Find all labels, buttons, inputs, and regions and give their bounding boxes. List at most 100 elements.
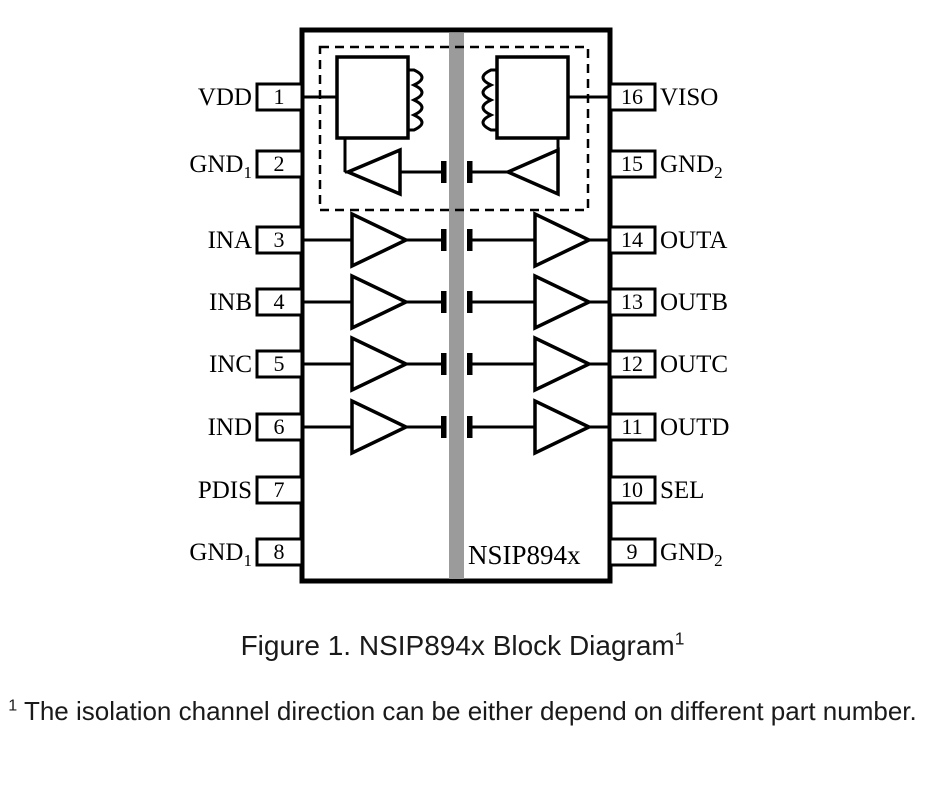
- pin-9-number: 9: [627, 539, 638, 564]
- capacitor-plate: [467, 353, 473, 375]
- pin-15: 15 GND2: [608, 149, 723, 182]
- chip-name: NSIP894x: [468, 540, 581, 570]
- transformer-secondary-block: [495, 55, 570, 140]
- footnote-text: The isolation channel direction can be e…: [23, 696, 917, 726]
- pin-4-number: 4: [274, 289, 285, 314]
- pin-15-number: 15: [621, 151, 643, 176]
- capacitor-plate: [441, 353, 447, 375]
- buffer-triangle: [533, 398, 594, 456]
- pin-16: 16 VISO: [608, 82, 718, 112]
- pin-6-box: [255, 412, 304, 442]
- pin-3-label: INA: [208, 227, 252, 254]
- pin-2-label-sub: 1: [244, 163, 253, 182]
- figure-caption-text: Figure 1. NSIP894x Block Diagram: [240, 630, 675, 661]
- pin-6-label: IND: [208, 414, 252, 441]
- pin-1: 1 VDD: [198, 82, 304, 112]
- pin-8-box: [255, 537, 304, 567]
- pin-4: 4 INB: [209, 287, 304, 317]
- buffer-triangle: [350, 398, 411, 456]
- pin-5-label: INC: [209, 351, 252, 378]
- pin-7-box: [255, 475, 304, 505]
- pin-15-label-sub: 2: [714, 163, 723, 182]
- power-transformer-section: [302, 55, 610, 140]
- pin-16-label: VISO: [660, 84, 718, 111]
- capacitor-plate: [467, 416, 473, 438]
- capacitor-plate: [467, 291, 473, 313]
- pin-16-number: 16: [621, 84, 643, 109]
- pin-7-label: PDIS: [198, 477, 252, 504]
- buffer-triangle: [350, 335, 411, 393]
- buffer-triangle: [350, 273, 411, 331]
- pin-5-box: [255, 349, 304, 379]
- pin-12: 12 OUTC: [608, 349, 728, 379]
- pin-13-label: OUTB: [660, 289, 728, 316]
- pin-8-label-text: GND: [189, 539, 243, 566]
- pin-11: 11 OUTD: [608, 412, 729, 442]
- transformer-primary-block: [335, 55, 410, 140]
- pin-8-label-sub: 1: [244, 551, 253, 570]
- pin-13-box: [608, 287, 657, 317]
- pin-16-box: [608, 82, 657, 112]
- pin-15-box: [608, 149, 657, 179]
- pin-10-label: SEL: [660, 477, 704, 504]
- pin-7-number: 7: [274, 477, 285, 502]
- pin-14: 14 OUTA: [608, 225, 727, 255]
- primary-coil-icon: [408, 68, 424, 132]
- channel-d: [302, 398, 610, 456]
- pin-6-number: 6: [274, 414, 285, 439]
- pin-5-number: 5: [274, 351, 285, 376]
- capacitor-plate: [441, 416, 447, 438]
- buffer-triangle: [533, 335, 594, 393]
- footnote-superscript: 1: [8, 696, 18, 715]
- capacitor-plate: [441, 161, 447, 183]
- pin-5: 5 INC: [209, 349, 304, 379]
- pin-11-label: OUTD: [660, 414, 729, 441]
- power-isolation-dashed-box: [318, 45, 590, 212]
- capacitor-plate: [441, 229, 447, 251]
- pin-9-label: GND2: [660, 539, 723, 570]
- capacitor-plate: [441, 291, 447, 313]
- pin-4-box: [255, 287, 304, 317]
- isolation-barrier: [449, 33, 464, 579]
- buffer-triangle: [533, 211, 594, 269]
- pin-1-label: VDD: [198, 84, 252, 111]
- pin-9: 9 GND2: [608, 537, 723, 570]
- pin-9-label-text: GND: [660, 539, 714, 566]
- pin-2-box: [255, 149, 304, 179]
- pin-14-box: [608, 225, 657, 255]
- pin-3: 3 INA: [208, 225, 304, 255]
- buffer-triangle: [503, 147, 560, 197]
- pin-10-number: 10: [621, 477, 643, 502]
- pin-8-number: 8: [274, 539, 285, 564]
- pin-13-number: 13: [621, 289, 643, 314]
- pin-2-label: GND1: [189, 151, 252, 182]
- pin-1-box: [255, 82, 304, 112]
- pin-4-label: INB: [209, 289, 252, 316]
- pin-15-label: GND2: [660, 151, 723, 182]
- pin-1-number: 1: [274, 84, 285, 109]
- pin-9-label-sub: 2: [714, 551, 723, 570]
- pin-10-box: [608, 475, 657, 505]
- buffer-triangle: [350, 211, 411, 269]
- pin-11-number: 11: [621, 414, 642, 439]
- pin-10: 10 SEL: [608, 475, 704, 505]
- pin-3-number: 3: [274, 227, 285, 252]
- pin-12-label: OUTC: [660, 351, 728, 378]
- pin-3-box: [255, 225, 304, 255]
- pin-2: 2 GND1: [189, 149, 304, 182]
- pin-6: 6 IND: [208, 412, 304, 442]
- pin-14-number: 14: [621, 227, 643, 252]
- pin-11-box: [608, 412, 657, 442]
- channel-b: [302, 273, 610, 331]
- channel-a: [302, 211, 610, 269]
- capacitor-plate: [467, 229, 473, 251]
- figure-caption: Figure 1. NSIP894x Block Diagram1: [0, 630, 925, 662]
- footnote: 1 The isolation channel direction can be…: [0, 692, 925, 731]
- buffer-triangle: [343, 147, 402, 197]
- secondary-coil-icon: [481, 68, 497, 132]
- pin-12-box: [608, 349, 657, 379]
- pin-15-label-text: GND: [660, 151, 714, 178]
- capacitor-plate: [467, 161, 473, 183]
- pin-2-number: 2: [274, 151, 285, 176]
